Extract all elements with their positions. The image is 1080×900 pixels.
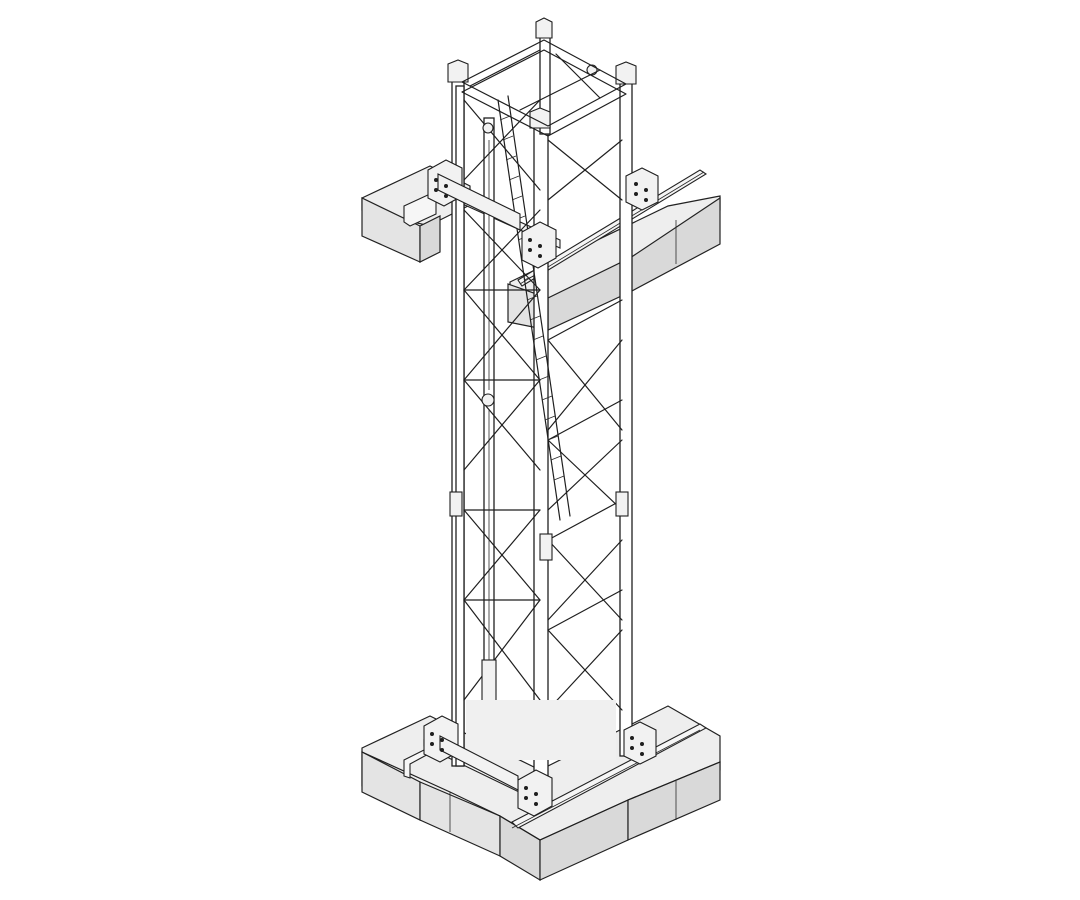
section-joints bbox=[449, 491, 629, 760]
chord-top-caps bbox=[447, 17, 637, 129]
mast-chords bbox=[451, 23, 633, 805]
internal-ladder bbox=[497, 95, 571, 521]
upper-concrete-slab bbox=[361, 165, 721, 331]
lattice-bracing bbox=[463, 99, 623, 711]
upper-anchor-brackets bbox=[427, 159, 659, 269]
base-anchor-brackets bbox=[423, 715, 657, 817]
